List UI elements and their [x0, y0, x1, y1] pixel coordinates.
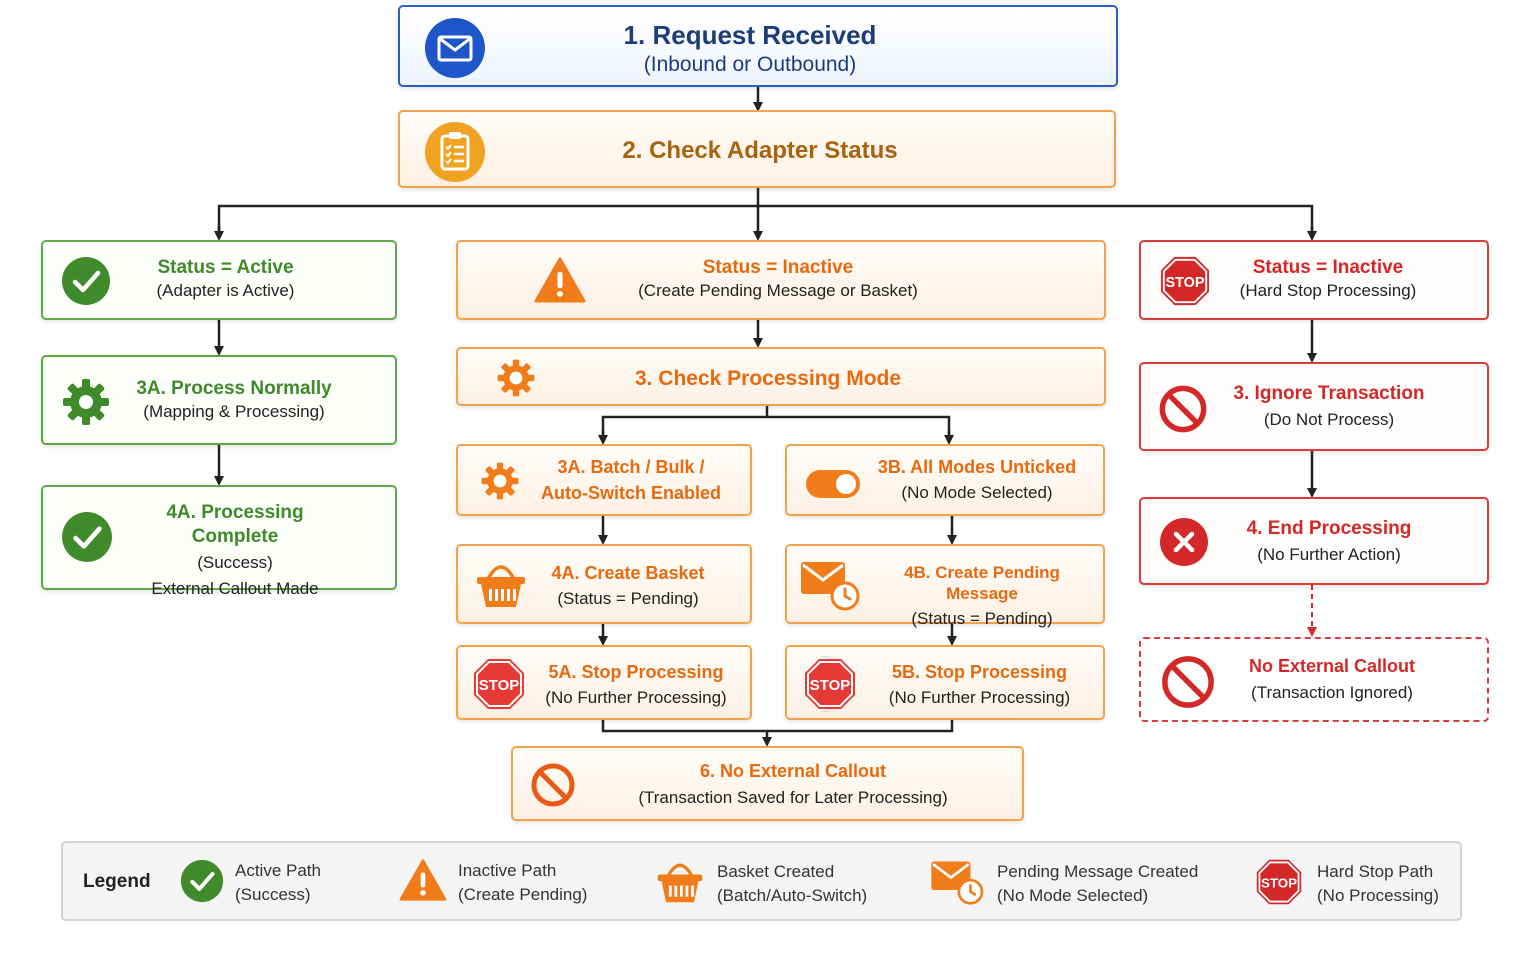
- node-subtitle: (Success): [197, 552, 273, 572]
- mail-clock-icon: [931, 861, 984, 905]
- envelope-icon: [425, 18, 485, 78]
- prohibited-icon: [1162, 656, 1214, 708]
- legend-title: Legend: [83, 871, 151, 892]
- create-basket-node: 4A. Create Basket (Status = Pending): [456, 544, 752, 624]
- node-subtitle: (No Further Processing): [888, 687, 1071, 707]
- node-title: 3A. Process Normally: [136, 378, 332, 399]
- gear-icon: [63, 379, 109, 425]
- node-subtitle: (No Further Processing): [545, 687, 727, 707]
- node-title: 6. No External Callout: [699, 761, 887, 781]
- stop-sign-icon: STOP: [474, 659, 524, 709]
- node-subtitle: (Mapping & Processing): [143, 401, 325, 421]
- processing-complete-node: 4A. Processing Complete (Success) Extern…: [41, 485, 397, 598]
- ignore-transaction-node: 3. Ignore Transaction (Do Not Process): [1139, 362, 1489, 451]
- node-subtitle: (No Further Action): [1257, 544, 1401, 564]
- node-title: 5B. Stop Processing: [891, 662, 1068, 682]
- legend-item-pending: Pending Message Created(No Mode Selected…: [997, 862, 1199, 905]
- node-title-2: Auto-Switch Enabled: [541, 482, 721, 503]
- legend-item-hard-stop: Hard Stop Path(No Processing): [1317, 862, 1439, 905]
- svg-text:STOP: STOP: [1261, 875, 1297, 890]
- node-subtitle: (Status = Pending): [557, 588, 699, 608]
- check-circle-icon: [180, 859, 224, 903]
- process-normally-node: 3A. Process Normally (Mapping & Processi…: [41, 355, 397, 445]
- node-title: 4A. Create Basket: [551, 563, 705, 583]
- svg-text:STOP: STOP: [1165, 275, 1204, 291]
- check-processing-mode-node: 3. Check Processing Mode: [456, 347, 1106, 406]
- node-subtitle: (Inbound or Outbound): [643, 52, 857, 76]
- mail-clock-icon: [801, 562, 860, 611]
- toggle-icon: [806, 470, 860, 498]
- check-circle-icon: [62, 512, 112, 562]
- prohibited-icon: [531, 763, 575, 807]
- all-modes-unticked-node: 3B. All Modes Unticked (No Mode Selected…: [785, 444, 1105, 516]
- legend-item-active: Active Path(Success): [235, 861, 321, 904]
- gear-icon: [497, 359, 535, 397]
- node-subtitle: (Hard Stop Processing): [1239, 280, 1417, 300]
- node-subtitle: (Do Not Process): [1263, 409, 1395, 429]
- node-title: 4A. Processing Complete: [166, 502, 304, 547]
- svg-text:STOP: STOP: [810, 677, 851, 694]
- end-processing-node: 4. End Processing (No Further Action): [1139, 497, 1489, 585]
- check-circle-icon: [62, 257, 110, 305]
- node-subtitle: (Create Pending Message or Basket): [638, 280, 918, 300]
- gear-icon: [481, 462, 519, 500]
- status-inactive-hard-node: STOP Status = Inactive (Hard Stop Proces…: [1139, 240, 1489, 320]
- node-title: 3. Check Processing Mode: [634, 367, 902, 390]
- stop-sign-icon: STOP: [805, 659, 855, 709]
- legend: Legend Active Path(Success) Inactive Pat…: [61, 841, 1462, 921]
- basket-icon: [477, 565, 525, 607]
- node-title: 1. Request Received: [623, 20, 877, 50]
- no-external-callout-saved-node: 6. No External Callout (Transaction Save…: [511, 746, 1024, 821]
- node-subtitle: (Transaction Ignored): [1251, 682, 1413, 702]
- stop-sign-icon: STOP: [1160, 256, 1210, 306]
- legend-item-inactive: Inactive Path(Create Pending): [458, 861, 588, 904]
- warning-icon: [399, 859, 447, 901]
- node-title: 4. End Processing: [1246, 518, 1412, 539]
- merge-line: [601, 719, 954, 733]
- node-subtitle: (No Mode Selected): [901, 482, 1053, 502]
- branch-split-line: [217, 204, 1314, 236]
- mode-split-line: [601, 415, 951, 440]
- x-circle-icon: [1160, 518, 1208, 566]
- node-title: No External Callout: [1248, 656, 1416, 676]
- status-inactive-pending-node: Status = Inactive (Create Pending Messag…: [456, 240, 1106, 320]
- check-adapter-node: 2. Check Adapter Status: [398, 110, 1116, 188]
- legend-item-basket: Basket Created(Batch/Auto-Switch): [717, 862, 868, 905]
- node-title: 2. Check Adapter Status: [622, 137, 898, 164]
- stop-processing-5a-node: STOP 5A. Stop Processing (No Further Pro…: [456, 645, 752, 720]
- svg-text:STOP: STOP: [479, 677, 520, 694]
- request-received-node: 1. Request Received (Inbound or Outbound…: [398, 5, 1118, 87]
- node-title: Status = Active: [157, 257, 294, 278]
- node-title: 3B. All Modes Unticked: [877, 457, 1077, 477]
- node-title: 3A. Batch / Bulk /: [557, 457, 705, 477]
- node-title: 3. Ignore Transaction: [1233, 383, 1425, 404]
- warning-icon: [534, 257, 586, 303]
- clipboard-icon: [425, 122, 485, 182]
- no-external-callout-ignored-node: No External Callout (Transaction Ignored…: [1139, 637, 1489, 722]
- node-title: Status = Inactive: [702, 257, 854, 278]
- create-pending-message-node: 4B. Create Pending Message (Status = Pen…: [785, 544, 1105, 628]
- node-subtitle: (Adapter is Active): [156, 280, 295, 300]
- stop-processing-5b-node: STOP 5B. Stop Processing (No Further Pro…: [785, 645, 1105, 720]
- basket-icon: [657, 863, 703, 903]
- node-title: Status = Inactive: [1252, 257, 1404, 278]
- node-title: 4B. Create Pending Message: [904, 563, 1060, 604]
- node-subtitle: (Transaction Saved for Later Processing): [638, 787, 948, 807]
- batch-mode-node: 3A. Batch / Bulk / Auto-Switch Enabled: [456, 444, 752, 516]
- node-title: 5A. Stop Processing: [548, 662, 724, 682]
- prohibited-icon: [1159, 385, 1207, 433]
- node-subtitle-2: External Callout Made: [151, 578, 319, 598]
- status-active-node: Status = Active (Adapter is Active): [41, 240, 397, 320]
- node-subtitle: (Status = Pending): [911, 608, 1053, 628]
- stop-sign-icon: STOP: [1256, 859, 1302, 905]
